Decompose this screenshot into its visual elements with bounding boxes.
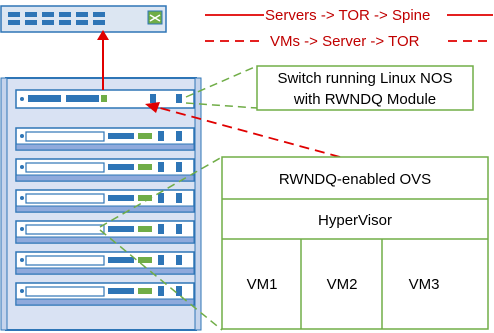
server-units [15, 127, 195, 306]
legend-solid-label: Servers -> TOR -> Spine [265, 7, 430, 24]
vm-to-tor-arrow [145, 102, 341, 158]
server-unit [15, 220, 195, 244]
tor-switch [15, 89, 195, 109]
server-unit [15, 282, 195, 306]
ovs-label: RWNDQ-enabled OVS [279, 171, 431, 188]
server-unit [15, 158, 195, 182]
server-unit [15, 189, 195, 213]
hypervisor-label: HyperVisor [318, 212, 392, 229]
uplink-arrow [97, 30, 109, 90]
spine-switch [0, 5, 167, 33]
vm2-label: VM2 [327, 276, 358, 293]
vm3-label: VM3 [409, 276, 440, 293]
switch-callout-line1: Switch running Linux NOS [277, 70, 452, 87]
switch-callout-line2: with RWNDQ Module [293, 91, 436, 108]
server-unit [15, 127, 195, 151]
server-stack: RWNDQ-enabled OVS HyperVisor VM1 VM2 VM3 [221, 156, 489, 330]
server-unit [15, 251, 195, 275]
legend-dashed-label: VMs -> Server -> TOR [270, 33, 420, 50]
switch-callout: Switch running Linux NOS with RWNDQ Modu… [256, 65, 474, 111]
callout-connectors [99, 65, 258, 331]
legend: Servers -> TOR -> Spine VMs -> Server ->… [205, 7, 493, 50]
vm1-label: VM1 [247, 276, 278, 293]
